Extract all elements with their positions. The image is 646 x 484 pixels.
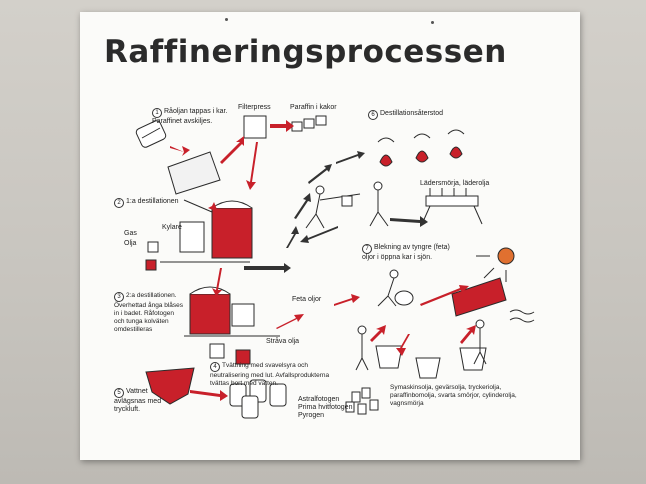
step-number-badge: 3 [114, 292, 124, 302]
step-number-badge: 4 [210, 362, 220, 372]
flow-arrows [170, 120, 476, 401]
step-1-text: Råoljan tappas i kar. Paraffinet avskilj… [152, 108, 228, 125]
vat-icon [209, 343, 225, 359]
fat-oils-label: Feta oljor [292, 296, 322, 303]
barrel-icon [135, 120, 167, 148]
cans-icon [345, 387, 379, 415]
lubricants-label: Symaskinsolja, gevärsolja, tryckeriolja,… [390, 384, 517, 407]
paraffin-cakes-icon [291, 115, 327, 132]
step-number-badge: 5 [114, 388, 124, 398]
step-5-text: Vattnet avlägsnas med tryckluft. [114, 388, 162, 413]
sun-icon [476, 247, 515, 282]
still-2-icon [184, 286, 280, 337]
step-6-text: Destillationsåterstod [380, 110, 444, 117]
cooler-label: Kylare [162, 224, 182, 231]
board-title: Raffineringsprocessen [104, 34, 507, 70]
gas-label: Gas [124, 230, 137, 237]
flames-icon [377, 129, 465, 167]
step-3-text: 2:a destillationen. Överhettad ånga blås… [114, 292, 184, 333]
chain-arrows [244, 151, 428, 273]
nail [431, 21, 434, 24]
bleaching-vat-icon [451, 277, 507, 317]
vat-icon [235, 349, 251, 365]
paraffin-label: Paraffin i kakor [290, 104, 337, 111]
kerosene-label: Astralfotogen Prima hvitfotogen Pyrogen [298, 396, 353, 419]
filterpress-label: Filterpress [238, 104, 271, 111]
step-7-text: Blekning av tyngre (feta) oljor i öppna … [362, 244, 450, 261]
workers-icon [305, 181, 389, 229]
mixing-vats-icon [355, 319, 487, 379]
step-number-badge: 2 [114, 198, 124, 208]
info-board: Raffineringsprocessen [80, 12, 580, 460]
leather-oil-label: Lädersmörja, läderolja [420, 180, 490, 187]
step-4-text: Tvättning med svavelsyra och neutraliser… [210, 362, 330, 387]
process-illustration [135, 115, 535, 419]
filterpress-icon [243, 115, 267, 139]
tub-icon [167, 151, 221, 195]
nail [225, 18, 228, 21]
barrels-icon [229, 379, 287, 419]
step-number-badge: 1 [152, 108, 162, 118]
leather-oil-table-icon [421, 188, 483, 225]
oil-label: Olja [124, 240, 137, 247]
worker-barrel-icon [377, 269, 414, 307]
thin-oil-label: Stråva olja [266, 338, 300, 345]
step-2-text: 1:a destillationen [126, 198, 179, 205]
step-number-badge: 7 [362, 244, 372, 254]
step-number-badge: 6 [368, 110, 378, 120]
tank-icon [145, 367, 195, 405]
still-1-icon [145, 199, 253, 271]
